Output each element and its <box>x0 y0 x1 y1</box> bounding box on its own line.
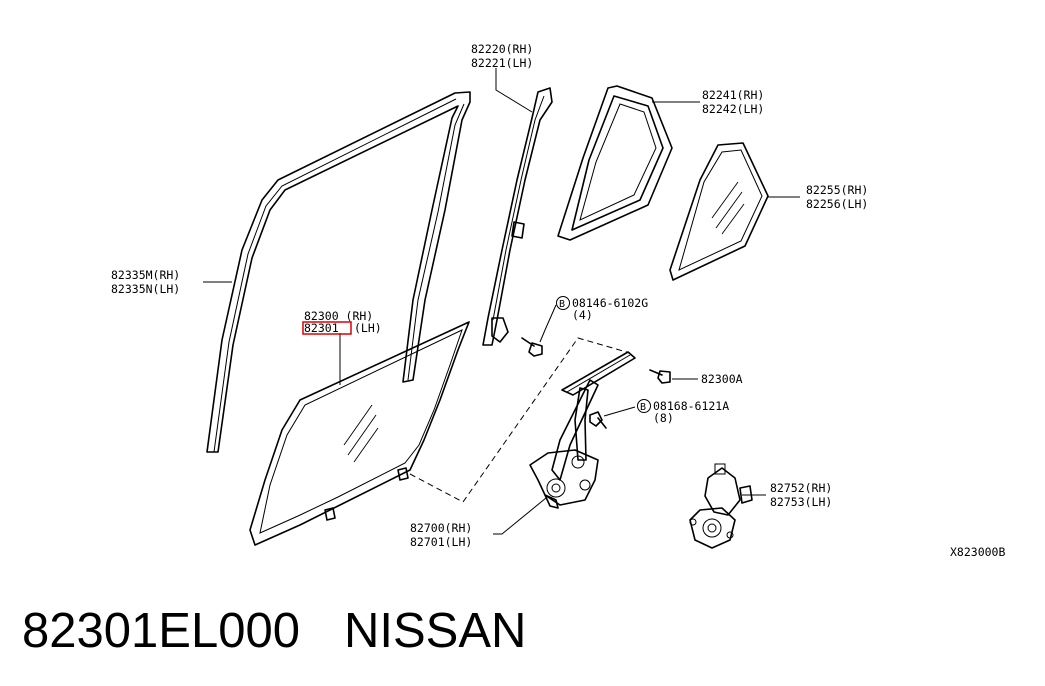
bolt-08146 <box>521 337 543 357</box>
bolt-symbol-2-letter: B <box>640 402 646 413</box>
label-bolt-code: 08146-6102G <box>572 296 648 310</box>
part-caption: 82301EL000 NISSAN <box>22 596 526 666</box>
label-corner-glass-rh: 82255(RH) <box>806 183 868 197</box>
leader-lines <box>203 68 800 535</box>
bolt-symbol-1-letter: B <box>559 299 565 310</box>
door-glass <box>249 321 470 546</box>
connection-dashed-line <box>409 337 631 503</box>
label-partition-lh: 82242(LH) <box>702 102 764 116</box>
caption-brand: NISSAN <box>343 604 527 658</box>
partition-sash <box>557 85 673 241</box>
label-sash-rh: 82220(RH) <box>471 42 533 56</box>
highlight-box <box>302 321 352 335</box>
bolt-symbol-2: B <box>637 399 651 413</box>
regulator-motor <box>689 463 753 549</box>
label-bolt2-qty: (8) <box>653 411 674 425</box>
label-bolt-a: 82300A <box>701 372 743 386</box>
parts-diagram: 82220(RH) 82221(LH) 82241(RH) 82242(LH) … <box>111 42 1005 559</box>
label-run-lh: 82335N(LH) <box>111 282 180 296</box>
sash <box>482 87 553 346</box>
bolt-08168 <box>589 411 607 429</box>
label-regulator-lh: 82701(LH) <box>410 535 472 549</box>
bolt-82300a <box>649 369 671 384</box>
label-partition-rh: 82241(RH) <box>702 88 764 102</box>
label-regulator-rh: 82700(RH) <box>410 521 472 535</box>
label-corner-glass-lh: 82256(LH) <box>806 197 868 211</box>
label-motor-lh: 82753(LH) <box>770 495 832 509</box>
bolt-symbol-1: B <box>556 296 570 310</box>
diagram-code: X823000B <box>950 545 1005 559</box>
label-bolt-qty: (4) <box>572 308 593 322</box>
label-glass-rh: 82300 (RH) <box>304 309 373 323</box>
label-glass-lh-part: 82301 <box>304 321 339 335</box>
corner-glass <box>669 142 769 281</box>
glass-run-channel <box>206 91 471 453</box>
label-bolt2-code: 08168-6121A <box>653 399 729 413</box>
label-motor-rh: 82752(RH) <box>770 481 832 495</box>
window-regulator <box>529 351 636 509</box>
caption-part-number: 82301EL000 <box>22 604 300 658</box>
label-run-rh: 82335M(RH) <box>111 268 180 282</box>
label-glass-lh-side: (LH) <box>354 321 382 335</box>
label-sash-lh: 82221(LH) <box>471 56 533 70</box>
